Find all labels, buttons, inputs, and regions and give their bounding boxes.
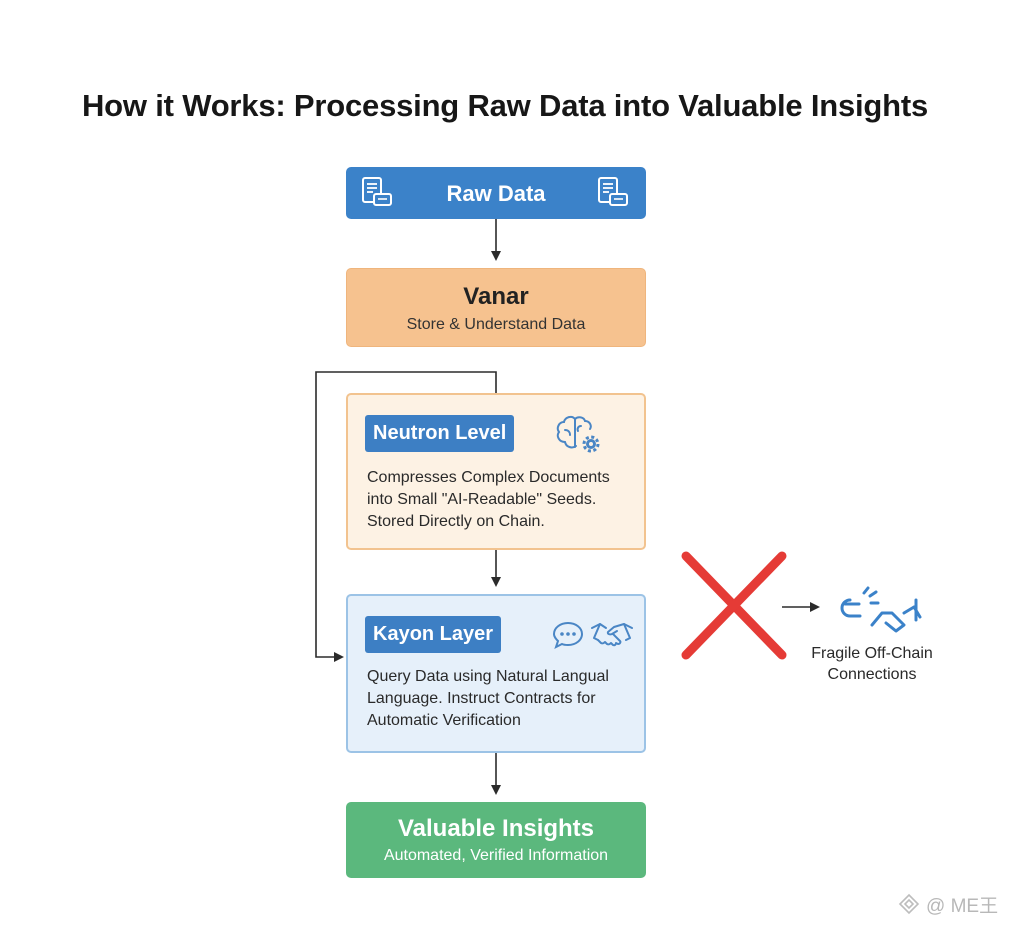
loop-connector bbox=[315, 371, 497, 662]
insights-subtitle: Automated, Verified Information bbox=[383, 847, 609, 864]
raw-data-box: Raw Data bbox=[346, 167, 646, 219]
fragile-label-line: Fragile Off-Chain bbox=[811, 645, 933, 662]
vanar-box: Vanar Store & Understand Data bbox=[346, 268, 646, 347]
document-icon bbox=[598, 177, 628, 206]
page-title: How it Works: Processing Raw Data into V… bbox=[82, 88, 929, 123]
brain-gear-icon bbox=[556, 415, 600, 453]
neutron-level-box: Neutron Level Compresses Complex Documen… bbox=[346, 393, 646, 550]
handshake-icon bbox=[591, 623, 633, 647]
kayon-desc-line: Language. Instruct Contracts for bbox=[367, 690, 596, 707]
kayon-layer-box: Kayon Layer Query Data using Natural Lan… bbox=[346, 594, 646, 753]
raw-data-label: Raw Data bbox=[446, 181, 546, 206]
fragile-label-line: Connections bbox=[827, 666, 917, 683]
vanar-name: Vanar bbox=[463, 283, 529, 310]
neutron-desc-line: Stored Directly on Chain. bbox=[367, 513, 545, 530]
fragile-connections-label: Fragile Off-Chain Connections bbox=[790, 643, 954, 685]
kayon-description: Query Data using Natural Langual Languag… bbox=[367, 666, 634, 732]
insights-name: Valuable Insights bbox=[397, 815, 595, 842]
neutron-level-label: Neutron Level bbox=[365, 415, 515, 452]
watermark-text: @ ME王 bbox=[926, 896, 999, 917]
gear-icon bbox=[582, 435, 600, 453]
kayon-desc-line: Query Data using Natural Langual bbox=[367, 668, 609, 685]
kayon-layer-label: Kayon Layer bbox=[365, 616, 502, 653]
red-x-icon bbox=[681, 551, 787, 660]
valuable-insights-box: Valuable Insights Automated, Verified In… bbox=[346, 802, 646, 878]
neutron-description: Compresses Complex Documents into Small … bbox=[367, 467, 634, 533]
vanar-subtitle: Store & Understand Data bbox=[406, 316, 586, 333]
kayon-desc-line: Automatic Verification bbox=[367, 712, 521, 729]
neutron-desc-line: Compresses Complex Documents bbox=[367, 469, 610, 486]
broken-chain-handshake-icon bbox=[840, 586, 922, 633]
neutron-desc-line: into Small "AI-Readable" Seeds. bbox=[367, 491, 597, 508]
document-icon bbox=[362, 177, 392, 206]
watermark-logo-icon bbox=[898, 893, 920, 915]
chat-bubble-icon bbox=[552, 621, 584, 649]
